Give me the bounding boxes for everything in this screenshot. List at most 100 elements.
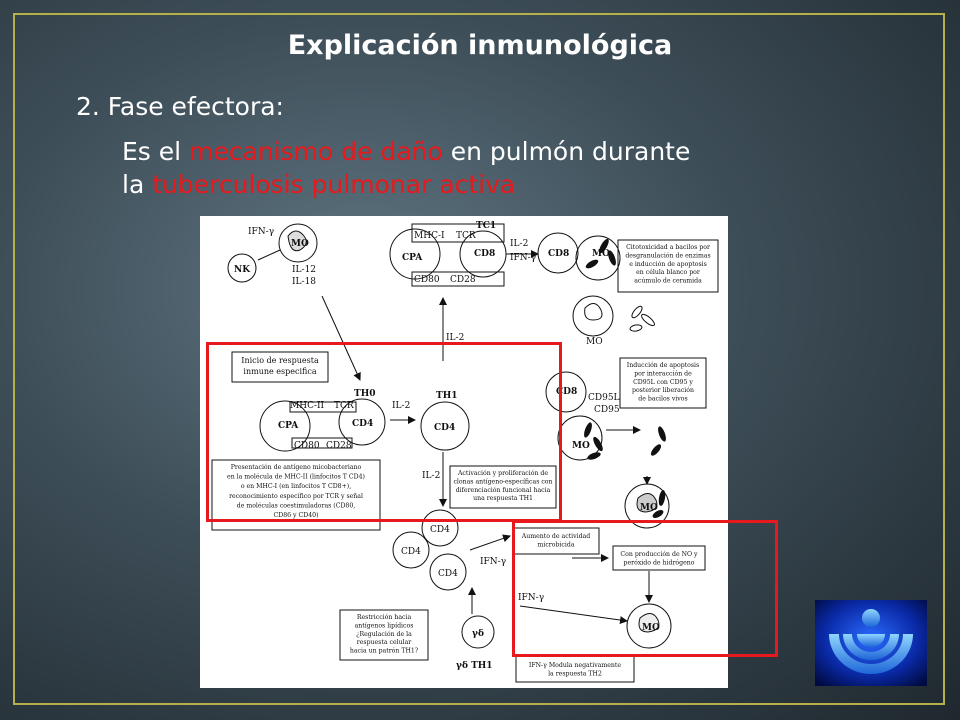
box-presentacion-line: o en MHC-I (en linfocitos T CD8+),	[241, 483, 351, 490]
label-il2: IL-2	[422, 471, 440, 481]
label-tcr: TCR	[334, 401, 354, 411]
label-mo: MO	[572, 441, 590, 451]
cpa-cell-mid	[259, 400, 311, 452]
label-cd4: CD4	[352, 419, 373, 429]
label-mhc2: MHC-II	[290, 401, 325, 411]
th0-cell	[338, 398, 386, 446]
paragraph-text: la	[122, 170, 153, 199]
label-cd80: CD80	[414, 275, 440, 285]
highlight-box-left	[206, 342, 562, 522]
box-presentacion-line: reconocimiento específico por TCR y seña…	[229, 493, 363, 500]
macrophage-cell-right	[575, 235, 621, 281]
box-nog-line: Con producción de NO y	[620, 551, 698, 558]
label-ifn: IFN-γ	[518, 593, 544, 603]
label-cpa: CPA	[278, 421, 299, 431]
label-ifn: IFN-γ	[510, 253, 536, 263]
box-cytotox-line: desgranulación de enzimas	[625, 252, 710, 259]
box-presentacion-line: Presentación de antígeno micobacteriano	[231, 464, 362, 471]
label-ifn: IFN-γ	[480, 557, 506, 567]
logo-image	[815, 600, 927, 686]
macrophage-cell	[278, 223, 318, 263]
label-il2: IL-2	[392, 401, 410, 411]
macrophage-cell-cd95	[557, 415, 603, 461]
label-th0: TH0	[354, 389, 375, 399]
box-nog-line: peróxido de hidrógeno	[624, 559, 695, 566]
label-tcr: TCR	[456, 231, 476, 241]
label-cpa: CPA	[402, 253, 423, 263]
slide-title: Explicación inmunológica	[287, 30, 673, 61]
box-restriccion-line: Restricción hacia	[357, 614, 412, 621]
box-cytotox-line: acúmulo de ceramida	[634, 278, 702, 285]
label-cd8: CD8	[548, 249, 569, 259]
highlight-box-right	[512, 520, 778, 657]
label-il18: IL-18	[292, 277, 316, 287]
label-gd-th1: γδ TH1	[456, 661, 493, 671]
label-mo: MO	[586, 337, 603, 347]
cd8-cell-right	[537, 232, 579, 274]
box-activacion-line: Activación y proliferación de	[457, 470, 548, 477]
label-mo: MO	[640, 503, 658, 513]
box-apoptosis-line: por interacción de	[634, 370, 692, 377]
box-inicio-line: inmune especifica	[243, 367, 316, 376]
gd-cell	[461, 615, 495, 649]
cpa-cell-top	[389, 228, 441, 280]
label-cd95l: CD95L	[588, 393, 620, 403]
box-aumento-line: microbicida	[537, 541, 574, 548]
label-cd28: CD28	[450, 275, 476, 285]
highlight-damage-mechanism: mecanismo de daño	[189, 137, 443, 166]
cd8-cell-mid	[545, 371, 587, 413]
box-aumento-line: Aumento de actividad	[521, 533, 590, 540]
label-mhc1: MHC-I	[414, 231, 445, 241]
logo-icon	[815, 600, 927, 686]
box-restriccion-line: ¿Regulación de la	[356, 631, 412, 638]
th1-cell	[420, 401, 470, 451]
box-restriccion-line: antígenos lipídicos	[355, 622, 414, 629]
paragraph-line-1: Es el mecanismo de daño en pulmón durant…	[122, 135, 690, 168]
label-cd95: CD95	[594, 405, 620, 415]
label-cd80: CD80	[294, 441, 320, 451]
label-nk: NK	[234, 265, 251, 275]
diagram-svg: IFN-γ MO NK IL-12 IL-18 TC1 MHC-I TCR CP…	[211, 221, 719, 683]
label-tc1: TC1	[476, 221, 496, 231]
paragraph-text: en pulmón durante	[442, 137, 691, 166]
label-il2: IL-2	[510, 239, 528, 249]
highlight-active-tb: tuberculosis pulmonar activa	[152, 170, 516, 199]
label-il2: IL-2	[446, 333, 464, 343]
box-cytotox-line: en célula blanco por	[636, 269, 700, 276]
box-activacion-line: diferenciación funcional hacia	[456, 487, 551, 494]
description-paragraph: Es el mecanismo de daño en pulmón durant…	[122, 135, 690, 201]
paragraph-line-2: la tuberculosis pulmonar activa	[122, 168, 690, 201]
box-modula-line: la respuesta TH2	[548, 670, 602, 677]
box-activacion-line: clonas antígeno-específicas con	[453, 478, 552, 485]
box-modula-line: IFN-γ Modula negativamente	[529, 662, 621, 669]
label-mo: MO	[592, 249, 610, 259]
box-cytotox-line: e inducción de apoptosis	[629, 261, 707, 268]
box-presentacion-line: de moléculas coestimuladoras (CD80,	[237, 502, 356, 509]
macrophage-cell-mid	[572, 295, 614, 337]
label-cd28: CD28	[326, 441, 352, 451]
nk-cell	[227, 253, 257, 283]
box-apoptosis-line: Inducción de apoptosis	[627, 362, 699, 369]
label-il12: IL-12	[292, 265, 316, 275]
box-presentacion-line: en la molécula de MHC-II (linfocitos T C…	[227, 474, 365, 481]
box-apoptosis-line: CD95L con CD95 y	[633, 379, 693, 386]
box-apoptosis-line: de bacilos vivos	[638, 396, 687, 403]
label-cd8: CD8	[474, 249, 495, 259]
label-mo: MO	[642, 623, 660, 633]
box-activacion-line: una respuesta TH1	[473, 495, 533, 502]
box-restriccion-line: respuesta celular	[357, 639, 411, 646]
box-apoptosis-line: posterior liberación	[632, 387, 694, 394]
macrophage-cell-bottom	[626, 603, 672, 649]
immunology-diagram: IFN-γ MO NK IL-12 IL-18 TC1 MHC-I TCR CP…	[200, 216, 728, 688]
box-cytotox-line: Citotoxicidad a bacilos por	[626, 244, 710, 251]
section-heading: 2. Fase efectora:	[76, 92, 284, 121]
label-cd4: CD4	[401, 547, 421, 557]
label-cd8: CD8	[556, 387, 577, 397]
label-cd4: CD4	[438, 569, 458, 579]
box-presentacion-line: CD86 y CD40)	[274, 512, 319, 519]
label-cd4: CD4	[430, 525, 450, 535]
paragraph-text: Es el	[122, 137, 190, 166]
label-th1: TH1	[436, 391, 457, 401]
slide-border	[13, 13, 945, 705]
label-gd: γδ	[472, 629, 484, 639]
